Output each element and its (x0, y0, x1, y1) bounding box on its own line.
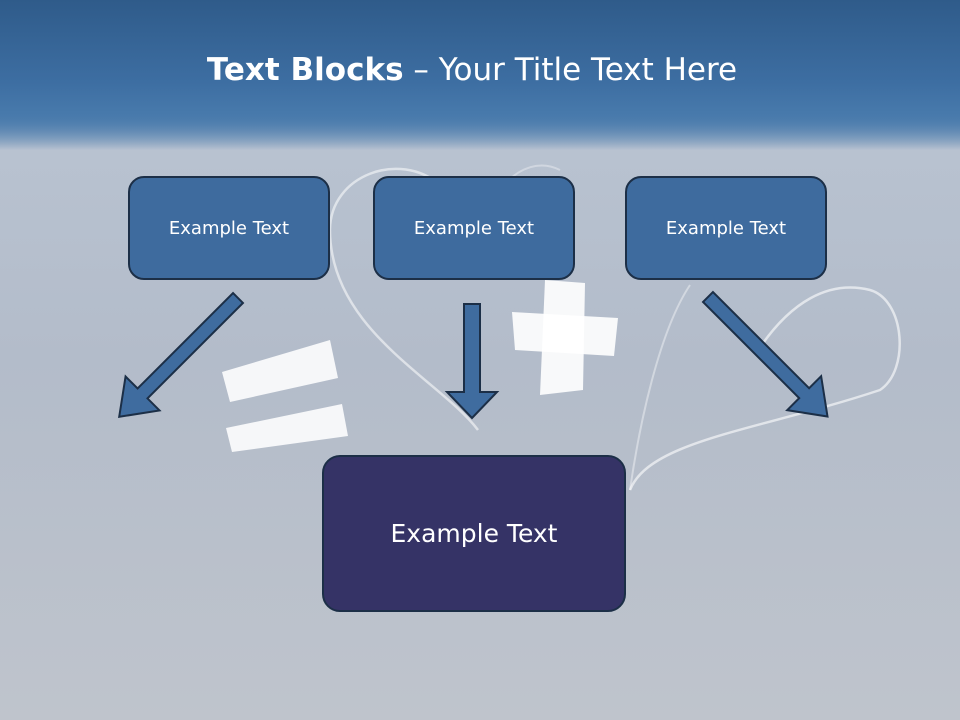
slide-title: Text Blocks – Your Title Text Here (0, 52, 944, 88)
arrow-left-diagonal (118, 291, 245, 418)
arrow-center-down (444, 303, 500, 420)
text-block-center-label: Example Text (413, 217, 535, 239)
title-separator: – (403, 52, 439, 88)
result-text-block[interactable]: Example Text (322, 455, 626, 612)
text-block-left[interactable]: Example Text (128, 176, 330, 280)
text-block-right-label: Example Text (665, 217, 787, 239)
text-block-left-label: Example Text (168, 217, 290, 239)
header-band (0, 0, 960, 150)
text-block-center[interactable]: Example Text (373, 176, 575, 280)
text-block-right[interactable]: Example Text (625, 176, 827, 280)
result-text-block-label: Example Text (390, 519, 558, 548)
arrow-right-diagonal (701, 290, 829, 418)
title-rest-part: Your Title Text Here (438, 52, 738, 88)
title-bold-part: Text Blocks (206, 52, 404, 88)
